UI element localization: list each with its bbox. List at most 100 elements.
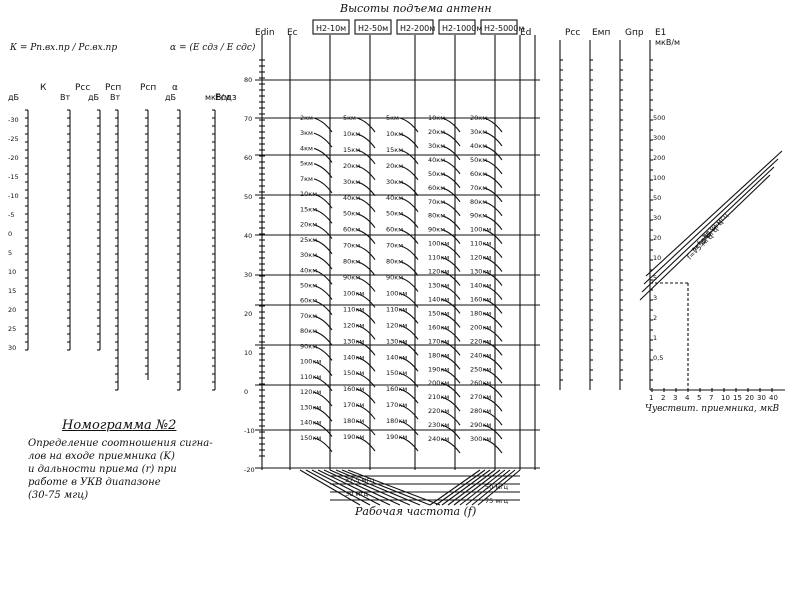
distance-curve [356, 165, 376, 181]
central-db-label: 0 [244, 388, 248, 396]
distance-label: 120км [386, 321, 407, 329]
freq-sensitivity-line [641, 166, 775, 293]
distance-label: 170км [386, 401, 407, 409]
distance-label: 7км [300, 175, 313, 183]
distance-curve [399, 117, 419, 133]
distance-label: 100км [386, 289, 407, 297]
formula-k: К = Рп.вх.пр / Рс.вх.пр [10, 43, 118, 53]
distance-curve [313, 269, 333, 285]
distance-curve [356, 372, 376, 388]
distance-label: 90км [428, 226, 445, 234]
distance-curve [313, 300, 333, 316]
distance-curve [441, 159, 461, 175]
distance-curve [483, 438, 503, 454]
distance-curve [483, 312, 503, 328]
db-tick-label: 10 [8, 268, 16, 276]
distance-label: 70км [428, 198, 445, 206]
distance-curve [441, 271, 461, 286]
right-tick-label: 50 [653, 194, 661, 202]
distance-curve [483, 229, 503, 244]
distance-label: 5км [300, 160, 313, 168]
distance-label: 160км [386, 385, 407, 393]
distance-label: 100км [343, 289, 364, 297]
db-tick-label: 25 [8, 325, 16, 333]
antenna-height-box [396, 19, 434, 35]
distance-label: 110км [386, 305, 407, 313]
sensitivity-tick-label: 5 [697, 394, 701, 402]
caption-line: Определение соотношения сигна- [28, 438, 213, 449]
db-tick-label: 0 [8, 230, 12, 238]
freq-bottom-label: 50 мгц [485, 483, 509, 491]
distance-label: 140км [343, 353, 364, 361]
distance-curve [483, 326, 503, 342]
axis-unit: дБ [165, 93, 176, 102]
distance-curve [356, 436, 376, 452]
distance-curve [441, 382, 461, 398]
right-tick-label: 200 [653, 154, 665, 162]
distance-label: 300км [470, 435, 491, 443]
distance-curve [483, 271, 503, 286]
distance-curve [313, 178, 333, 194]
distance-label: 20км [428, 128, 445, 136]
distance-label: 150км [343, 369, 364, 377]
distance-label: 240км [428, 435, 449, 443]
distance-label: 60км [386, 226, 403, 234]
freq-bottom-label: 37,5 мгц [345, 476, 375, 484]
distance-curve [356, 133, 376, 149]
sensitivity-tick-label: 40 [769, 394, 778, 402]
distance-curve [441, 284, 461, 300]
distance-curve [399, 436, 419, 452]
distance-curve [399, 213, 419, 229]
axis-unit: мкВ/м [655, 38, 680, 47]
distance-label: 90км [343, 274, 360, 282]
distance-curve [313, 132, 333, 148]
distance-curve [356, 420, 376, 436]
axis-head: Рсп [140, 83, 156, 93]
distance-curve [356, 292, 376, 308]
sensitivity-tick-label: 7 [709, 394, 713, 402]
distance-curve [399, 165, 419, 181]
distance-label: 10км [386, 130, 403, 138]
distance-label: 80км [343, 258, 360, 266]
distance-curve [441, 410, 461, 426]
bottom-label: Рабочая частота (f) [355, 505, 477, 518]
distance-label: 120км [343, 321, 364, 329]
distance-label: 30км [386, 178, 403, 186]
distance-curve [399, 404, 419, 420]
axis-head: Ес [287, 28, 298, 38]
distance-label: 180км [470, 309, 491, 317]
axis-head: Еdin [255, 28, 275, 38]
distance-label: 15км [343, 146, 360, 154]
distance-label: 260км [470, 379, 491, 387]
distance-label: 270км [470, 393, 491, 401]
distance-label: 15км [300, 205, 317, 213]
distance-label: 220км [428, 407, 449, 415]
central-db-label: 50 [244, 193, 252, 201]
distance-curve [399, 261, 419, 276]
distance-curve [313, 315, 333, 331]
distance-curve [483, 257, 503, 272]
distance-label: 230км [428, 421, 449, 429]
central-db-label: 70 [244, 115, 252, 123]
db-tick-label: 15 [8, 287, 16, 295]
distance-curve [399, 245, 419, 260]
distance-label: 150км [386, 369, 407, 377]
distance-curve [313, 208, 333, 224]
axis-unit: Вт [110, 93, 120, 102]
distance-label: 160км [470, 295, 491, 303]
central-db-label: 10 [244, 349, 252, 357]
distance-label: 40км [386, 194, 403, 202]
distance-label: 20км [343, 162, 360, 170]
distance-label: 120км [470, 254, 491, 262]
distance-curve [483, 298, 503, 314]
sensitivity-tick-label: 15 [733, 394, 742, 402]
distance-curve [441, 215, 461, 231]
distance-curve [356, 356, 376, 372]
distance-curve [483, 201, 503, 217]
distance-curve [313, 224, 333, 239]
distance-curve [313, 345, 333, 361]
distance-curve [356, 181, 376, 197]
distance-label: 240км [470, 351, 491, 359]
distance-label: 190км [386, 433, 407, 441]
antenna-height-label: Н2-1000м [442, 24, 482, 33]
